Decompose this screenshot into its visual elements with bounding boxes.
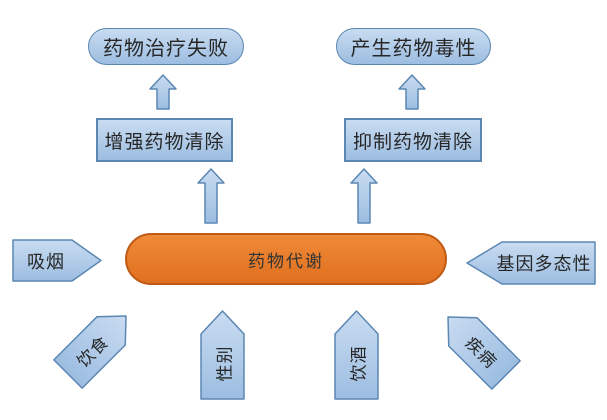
factor-arrow-alcohol: 饮酒: [334, 310, 379, 400]
up-arrow-icon: [334, 310, 379, 400]
up-arrow-icon: [197, 168, 225, 224]
factor-label: 吸烟: [27, 251, 65, 272]
up-arrow-icon: [447, 316, 521, 390]
center-node-drug-metabolism: 药物代谢: [125, 233, 447, 285]
factor-arrow-disease: 疾病: [432, 301, 521, 390]
process-node-enhanced-clearance: 增强药物清除: [96, 118, 233, 162]
factor-arrow-smoking: 吸烟: [12, 239, 102, 282]
factor-label: 饮食: [74, 331, 113, 371]
process-label: 增强药物清除: [104, 131, 225, 153]
up-arrow-icon: [149, 74, 177, 110]
factor-arrow-gene-polymorphism: 基因多态性: [466, 241, 596, 285]
center-label: 药物代谢: [248, 251, 324, 271]
left-arrow-icon: [466, 241, 596, 285]
up-arrow-icon: [53, 315, 127, 389]
factor-label: 性别: [215, 345, 234, 381]
outcome-node-treatment-failure: 药物治疗失败: [88, 28, 244, 65]
factor-label: 基因多态性: [496, 254, 592, 274]
up-arrow-icon: [350, 168, 378, 224]
factor-label: 饮酒: [349, 345, 368, 381]
right-arrow-icon: [12, 239, 102, 282]
process-node-inhibited-clearance: 抑制药物清除: [344, 118, 482, 162]
factor-arrow-gender: 性别: [200, 310, 245, 400]
up-arrow-icon: [200, 310, 245, 400]
factor-arrow-diet: 饮食: [52, 300, 141, 389]
process-label: 抑制药物清除: [352, 131, 473, 153]
up-arrow-icon: [398, 74, 426, 110]
outcome-label: 药物治疗失败: [103, 38, 229, 60]
outcome-label: 产生药物毒性: [350, 38, 477, 60]
factor-label: 疾病: [461, 332, 500, 372]
outcome-node-drug-toxicity: 产生药物毒性: [336, 28, 491, 65]
